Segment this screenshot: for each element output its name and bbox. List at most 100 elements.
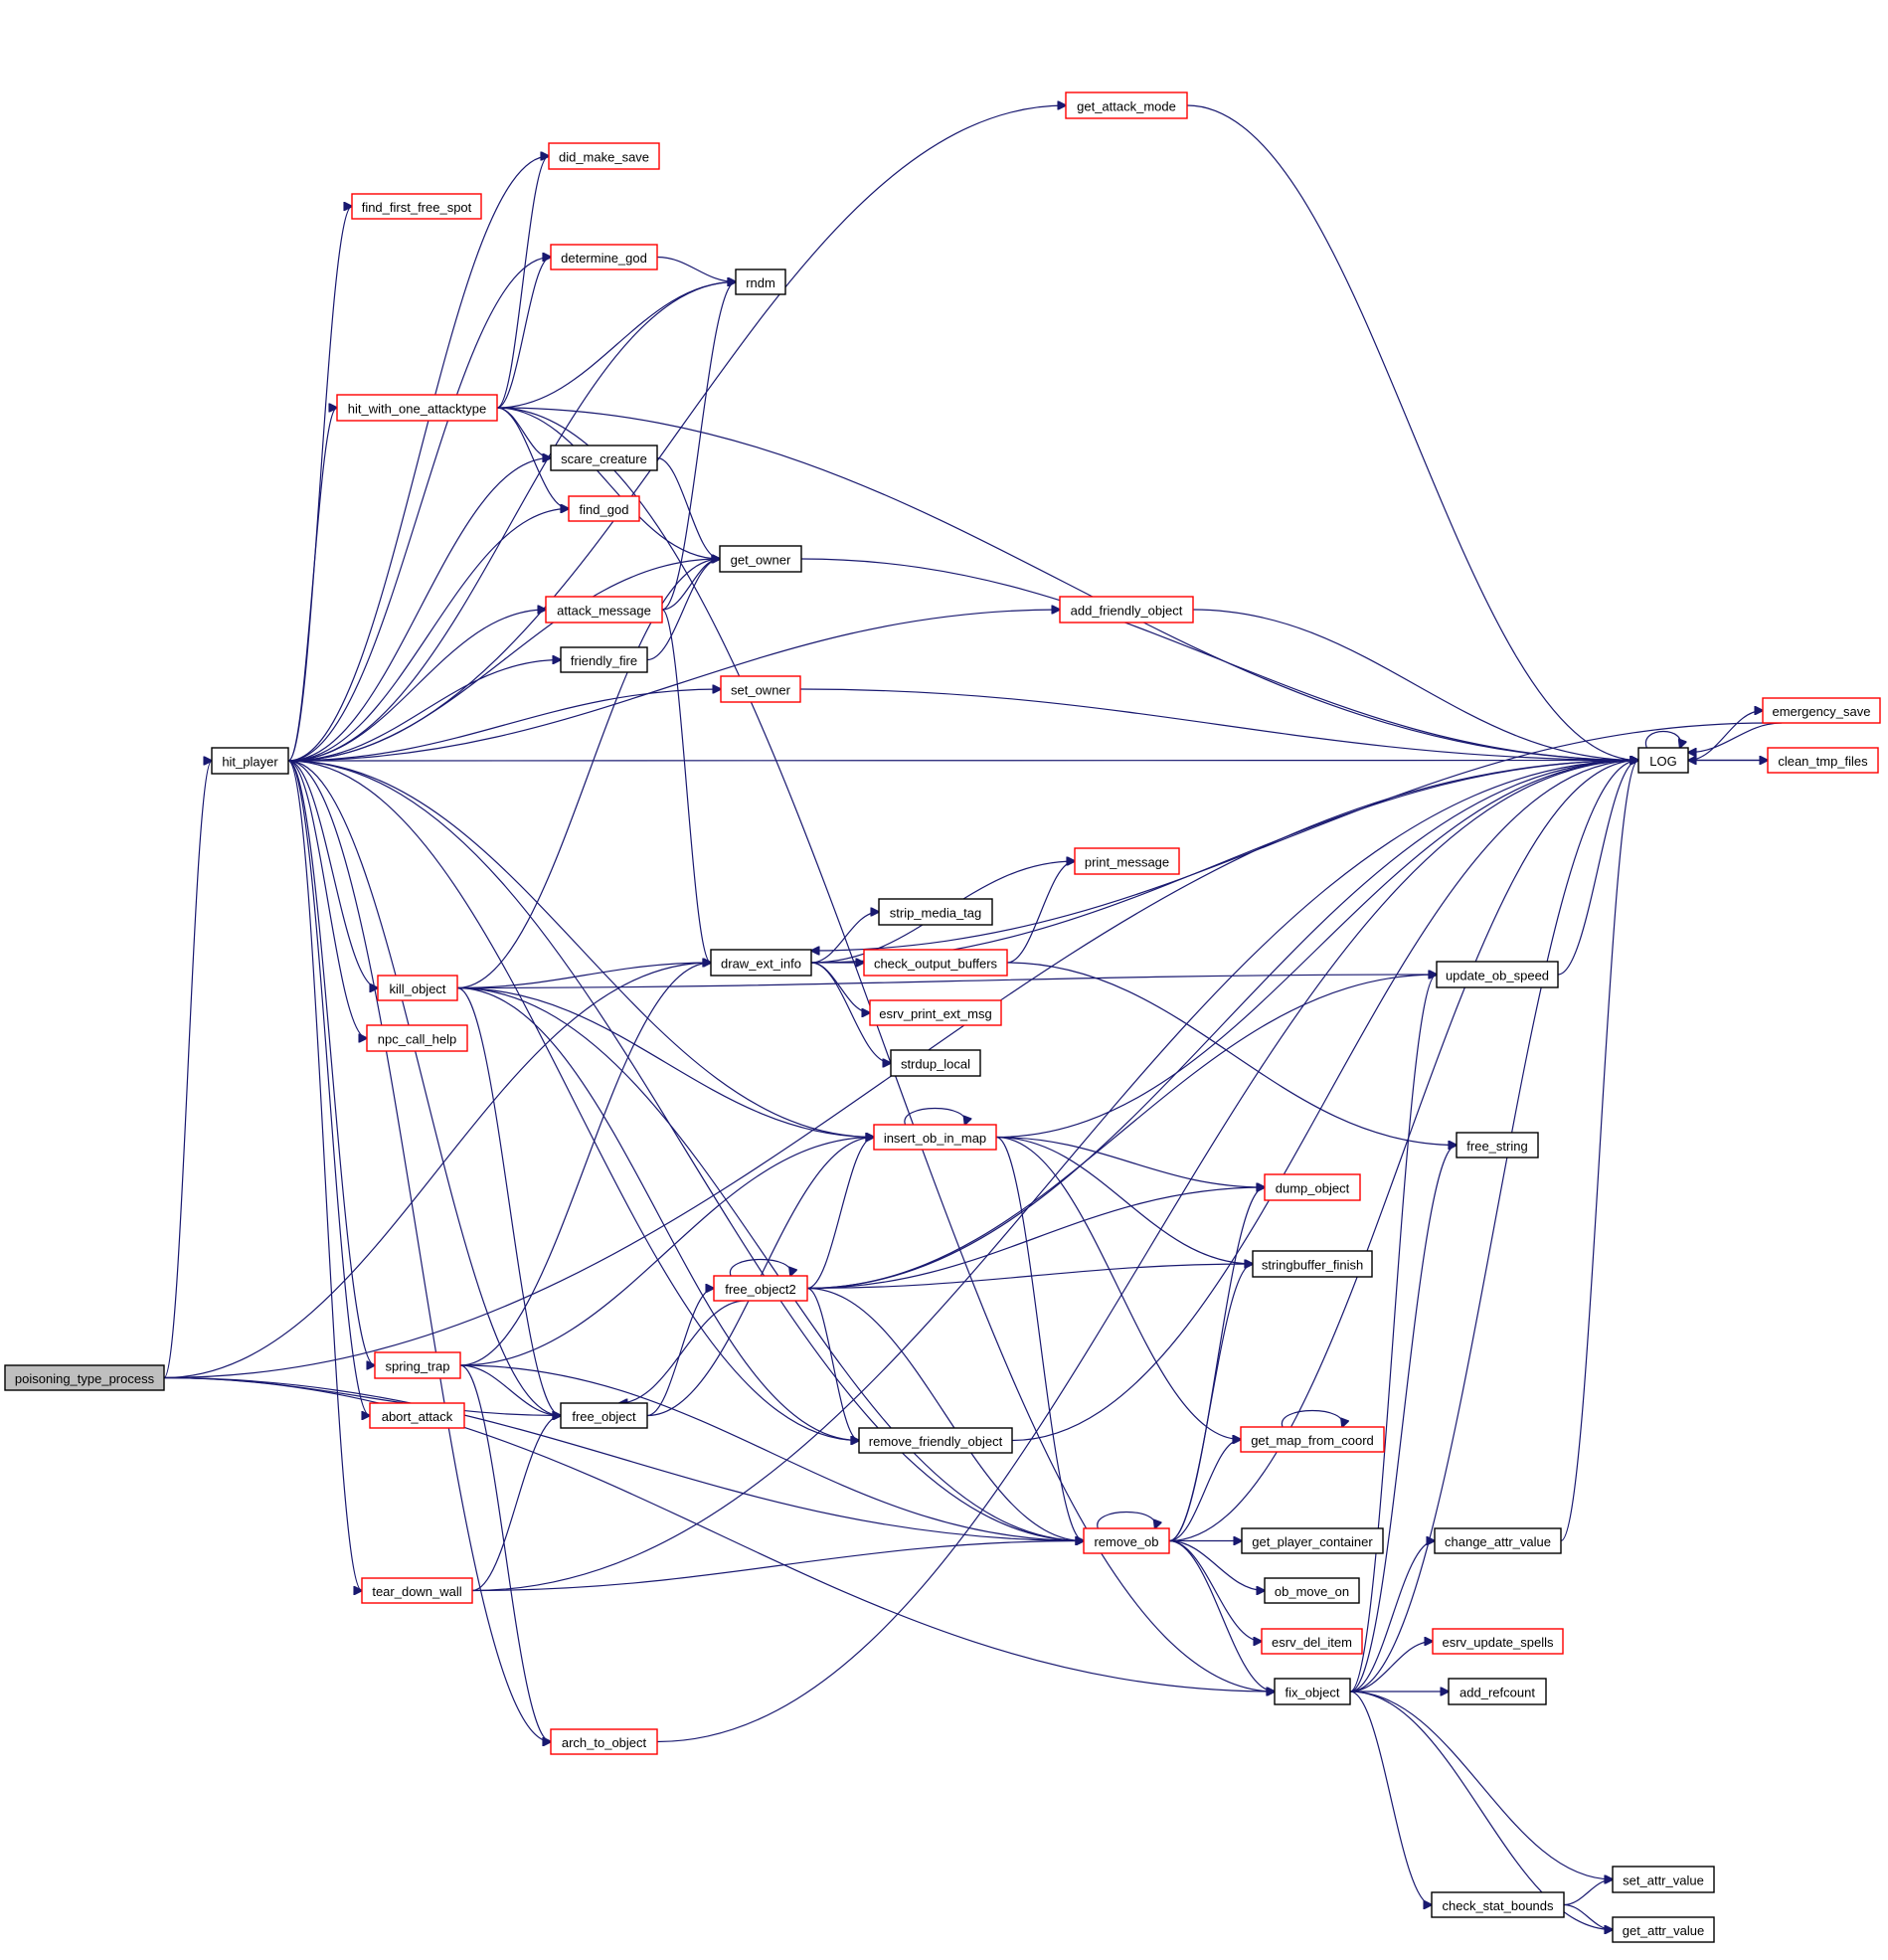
node-box[interactable] — [858, 1427, 1013, 1454]
node-box[interactable] — [713, 1275, 808, 1302]
node-box[interactable] — [890, 1049, 981, 1077]
node-box[interactable] — [4, 1364, 165, 1391]
node-box[interactable] — [1074, 847, 1180, 875]
node-add_refcount[interactable]: add_refcount — [1448, 1678, 1547, 1705]
node-determine_god[interactable]: determine_god — [550, 244, 658, 270]
node-set_attr_value[interactable]: set_attr_value — [1612, 1866, 1715, 1893]
node-box[interactable] — [550, 1728, 658, 1755]
node-change_attr_value[interactable]: change_attr_value — [1434, 1527, 1562, 1554]
node-abort_attack[interactable]: abort_attack — [369, 1402, 465, 1429]
node-esrv_update_spells[interactable]: esrv_update_spells — [1432, 1628, 1564, 1655]
node-free_object2[interactable]: free_object2 — [713, 1275, 808, 1302]
node-add_friendly_object[interactable]: add_friendly_object — [1059, 596, 1194, 624]
node-box[interactable] — [1432, 1628, 1564, 1655]
node-spring_trap[interactable]: spring_trap — [374, 1351, 461, 1379]
node-box[interactable] — [1434, 1527, 1562, 1554]
node-stringbuffer_finish[interactable]: stringbuffer_finish — [1252, 1250, 1373, 1278]
node-box[interactable] — [878, 898, 993, 926]
node-get_map_from_coord[interactable]: get_map_from_coord — [1240, 1426, 1385, 1453]
node-box[interactable] — [1264, 1577, 1360, 1604]
node-free_object[interactable]: free_object — [560, 1402, 648, 1429]
node-box[interactable] — [1261, 1628, 1363, 1655]
node-box[interactable] — [1762, 697, 1881, 724]
node-get_owner[interactable]: get_owner — [719, 545, 802, 573]
node-box[interactable] — [1241, 1527, 1384, 1554]
node-box[interactable] — [1436, 961, 1559, 988]
node-box[interactable] — [863, 949, 1008, 977]
node-friendly_fire[interactable]: friendly_fire — [560, 646, 648, 673]
node-box[interactable] — [1612, 1916, 1715, 1943]
node-box[interactable] — [1083, 1527, 1170, 1554]
node-find_god[interactable]: find_god — [568, 495, 640, 522]
node-box[interactable] — [377, 975, 458, 1001]
node-box[interactable] — [1767, 747, 1879, 774]
node-box[interactable] — [548, 142, 660, 170]
node-box[interactable] — [550, 445, 658, 471]
node-box[interactable] — [361, 1577, 473, 1604]
node-box[interactable] — [351, 193, 482, 220]
node-free_string[interactable]: free_string — [1456, 1132, 1539, 1158]
node-check_output_buffers[interactable]: check_output_buffers — [863, 949, 1008, 977]
node-box[interactable] — [211, 747, 289, 775]
node-box[interactable] — [1059, 596, 1194, 624]
node-clean_tmp_files[interactable]: clean_tmp_files — [1767, 747, 1879, 774]
node-update_ob_speed[interactable]: update_ob_speed — [1436, 961, 1559, 988]
node-box[interactable] — [1252, 1250, 1373, 1278]
node-box[interactable] — [560, 1402, 648, 1429]
node-set_owner[interactable]: set_owner — [720, 675, 801, 703]
node-ob_move_on[interactable]: ob_move_on — [1264, 1577, 1360, 1604]
node-box[interactable] — [869, 999, 1002, 1026]
node-box[interactable] — [720, 675, 801, 703]
node-rndm[interactable]: rndm — [735, 268, 786, 295]
node-draw_ext_info[interactable]: draw_ext_info — [710, 949, 812, 977]
node-box[interactable] — [1431, 1891, 1565, 1918]
node-box[interactable] — [719, 545, 802, 573]
node-get_attack_mode[interactable]: get_attack_mode — [1065, 91, 1188, 119]
node-LOG[interactable]: LOG — [1637, 747, 1689, 774]
node-esrv_print_ext_msg[interactable]: esrv_print_ext_msg — [869, 999, 1002, 1026]
node-box[interactable] — [1612, 1866, 1715, 1893]
node-box[interactable] — [560, 646, 648, 673]
node-box[interactable] — [369, 1402, 465, 1429]
node-emergency_save[interactable]: emergency_save — [1762, 697, 1881, 724]
node-box[interactable] — [710, 949, 812, 977]
node-box[interactable] — [873, 1124, 997, 1151]
node-box[interactable] — [366, 1024, 468, 1052]
node-npc_call_help[interactable]: npc_call_help — [366, 1024, 468, 1052]
node-box[interactable] — [550, 244, 658, 270]
node-attack_message[interactable]: attack_message — [545, 596, 663, 624]
node-kill_object[interactable]: kill_object — [377, 975, 458, 1001]
node-box[interactable] — [1637, 747, 1689, 774]
node-find_first_free_spot[interactable]: find_first_free_spot — [351, 193, 482, 220]
node-strip_media_tag[interactable]: strip_media_tag — [878, 898, 993, 926]
node-box[interactable] — [1240, 1426, 1385, 1453]
node-tear_down_wall[interactable]: tear_down_wall — [361, 1577, 473, 1604]
node-box[interactable] — [545, 596, 663, 624]
node-box[interactable] — [1264, 1173, 1361, 1201]
node-scare_creature[interactable]: scare_creature — [550, 445, 658, 471]
node-remove_ob[interactable]: remove_ob — [1083, 1527, 1170, 1554]
node-poisoning_type_process[interactable]: poisoning_type_process — [4, 1364, 165, 1391]
node-remove_friendly_object[interactable]: remove_friendly_object — [858, 1427, 1013, 1454]
node-get_attr_value[interactable]: get_attr_value — [1612, 1916, 1715, 1943]
node-box[interactable] — [336, 394, 498, 422]
node-check_stat_bounds[interactable]: check_stat_bounds — [1431, 1891, 1565, 1918]
node-box[interactable] — [1448, 1678, 1547, 1705]
node-box[interactable] — [1456, 1132, 1539, 1158]
node-fix_object[interactable]: fix_object — [1274, 1678, 1351, 1705]
node-box[interactable] — [1274, 1678, 1351, 1705]
node-get_player_container[interactable]: get_player_container — [1241, 1527, 1384, 1554]
node-hit_with_one_attacktype[interactable]: hit_with_one_attacktype — [336, 394, 498, 422]
node-print_message[interactable]: print_message — [1074, 847, 1180, 875]
node-esrv_del_item[interactable]: esrv_del_item — [1261, 1628, 1363, 1655]
node-dump_object[interactable]: dump_object — [1264, 1173, 1361, 1201]
node-box[interactable] — [374, 1351, 461, 1379]
node-did_make_save[interactable]: did_make_save — [548, 142, 660, 170]
node-arch_to_object[interactable]: arch_to_object — [550, 1728, 658, 1755]
node-insert_ob_in_map[interactable]: insert_ob_in_map — [873, 1124, 997, 1151]
node-hit_player[interactable]: hit_player — [211, 747, 289, 775]
node-box[interactable] — [735, 268, 786, 295]
node-strdup_local[interactable]: strdup_local — [890, 1049, 981, 1077]
node-box[interactable] — [568, 495, 640, 522]
node-box[interactable] — [1065, 91, 1188, 119]
